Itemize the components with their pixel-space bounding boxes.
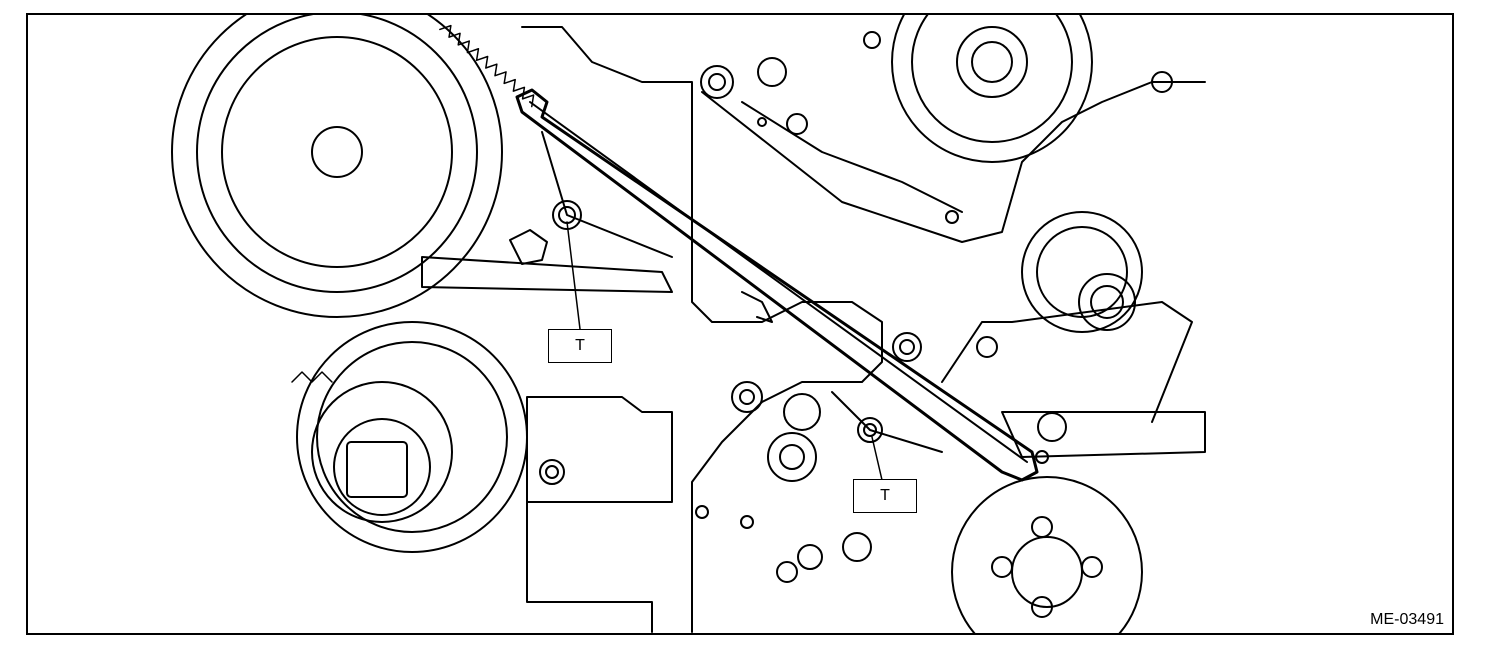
oil-pipe (421, 256, 673, 293)
lower-bracket (526, 396, 673, 503)
cover-contour-right (701, 81, 1206, 243)
boss (892, 332, 922, 362)
right-idler (1021, 211, 1143, 333)
figure-id: ME-03491 (1370, 611, 1444, 628)
upper-left-pulley (171, 15, 535, 318)
boss (708, 73, 726, 91)
boss (700, 65, 734, 99)
boss (1037, 412, 1067, 442)
boss (539, 459, 565, 485)
lower-guide-bolt (831, 391, 943, 453)
torque-callout-upper: T (548, 329, 612, 363)
boss (545, 465, 559, 479)
boss (976, 336, 998, 358)
boss (1151, 71, 1173, 93)
boss (783, 393, 821, 431)
boss (695, 505, 709, 519)
boss (767, 432, 817, 482)
boss (740, 515, 754, 529)
lower-housing (526, 501, 653, 633)
lower-callout-leader (871, 436, 883, 481)
callout-label: T (880, 487, 890, 504)
boss (776, 561, 798, 583)
boss (899, 339, 915, 355)
upper-callout-leader (566, 221, 581, 330)
boss (731, 381, 763, 413)
callout-label: T (575, 337, 585, 354)
bottom-right-sprocket (951, 476, 1143, 633)
boss (779, 444, 805, 470)
right-tensioner-arm (941, 301, 1193, 423)
chain-guide-inner (529, 101, 1028, 463)
boss (863, 31, 881, 49)
boss (757, 57, 787, 87)
upper-right-pulley (891, 15, 1093, 163)
boss (945, 210, 959, 224)
right-guide-arm (1001, 411, 1206, 458)
figure-frame: T T ME-03491 (26, 13, 1454, 635)
boss (786, 113, 808, 135)
guide-slot (741, 291, 773, 323)
boss (842, 532, 872, 562)
boss (739, 389, 755, 405)
boss (1035, 450, 1049, 464)
cover-contour-inner (741, 101, 963, 213)
boss (797, 544, 823, 570)
engine-timing-chain-drawing (171, 15, 1206, 633)
upper-guide-bolt (509, 131, 673, 265)
chain-guide (515, 88, 1039, 482)
boss (757, 117, 767, 127)
lower-left-pulley (291, 321, 528, 553)
torque-callout-lower: T (853, 479, 917, 513)
